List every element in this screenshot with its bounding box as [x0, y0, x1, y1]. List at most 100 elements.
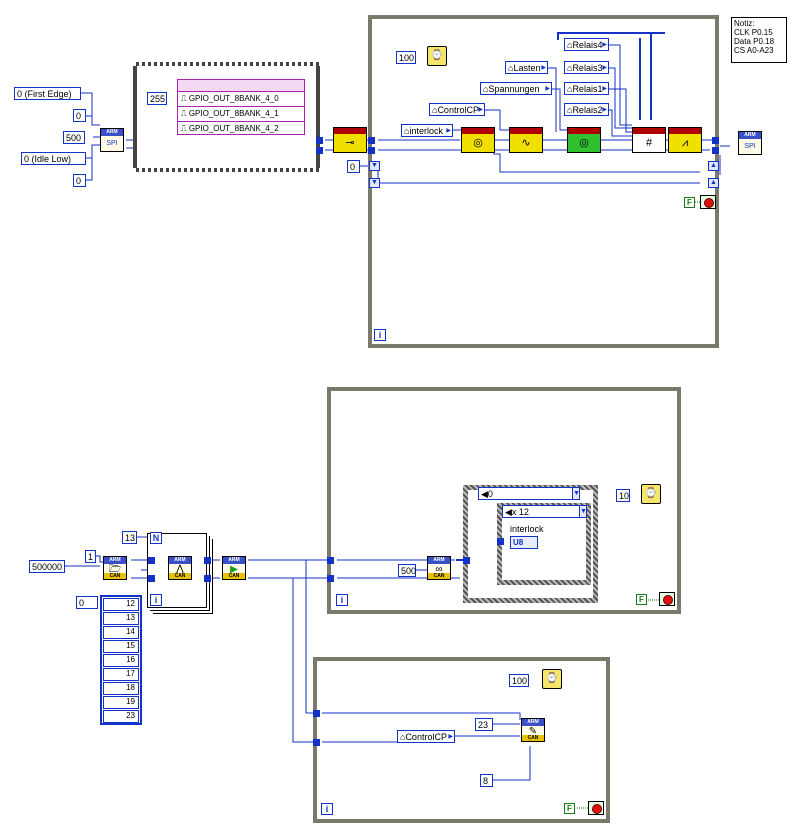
subvi-relais[interactable]: #: [632, 127, 666, 153]
can-read-node[interactable]: ARM ∞ CAN: [427, 556, 451, 580]
local-var-spannungen[interactable]: ⌂Spannungen: [480, 82, 552, 95]
note-line: CS A0-A23: [734, 46, 774, 55]
local-var-label: Relais4: [572, 40, 603, 50]
wait-ms-icon[interactable]: ⌚: [427, 46, 447, 66]
diagram-note: Notiz: CLK P0.15 Data P0.18 CS A0-A23: [731, 17, 787, 63]
local-var-interlock[interactable]: ⌂interlock: [401, 124, 453, 137]
array-element[interactable]: 16: [103, 654, 139, 667]
local-var-label: Relais1: [572, 84, 603, 94]
spi-label: SPI: [106, 140, 118, 147]
id-array-constant[interactable]: 12 13 14 15 16 17 18 19 23: [100, 595, 142, 725]
500-constant[interactable]: 500: [63, 131, 85, 144]
can-start-node[interactable]: ARM ▶ CAN: [222, 556, 246, 580]
wait-100-constant[interactable]: 100: [509, 674, 529, 687]
array-element[interactable]: 23: [103, 710, 139, 723]
gpio-line-2: ⎍ GPIO_OUT_8BANK_4_2: [178, 121, 304, 136]
arm-label: ARM: [223, 557, 245, 564]
false-constant[interactable]: F: [684, 197, 695, 208]
500-constant[interactable]: 500: [398, 564, 416, 577]
shift-register-icon[interactable]: ▼: [369, 178, 380, 188]
note-line: Data P0.18: [734, 37, 775, 46]
shift-register-icon[interactable]: ▼: [369, 161, 380, 171]
loop-iteration-icon: i: [321, 803, 333, 815]
1-constant[interactable]: 1: [85, 550, 96, 563]
shift-register-icon[interactable]: ▲: [708, 161, 719, 171]
for-tunnel: [204, 557, 211, 564]
play-icon: ▶: [230, 564, 238, 575]
for-tunnel: [204, 575, 211, 582]
array-element[interactable]: 17: [103, 668, 139, 681]
23-constant[interactable]: 23: [475, 718, 493, 731]
sine-icon: ◎: [462, 134, 494, 152]
local-var-lasten[interactable]: ⌂Lasten: [505, 61, 548, 74]
middle-while-loop[interactable]: [327, 387, 681, 614]
subvi-controlcp[interactable]: ∿: [509, 127, 543, 153]
arm-label: ARM: [428, 557, 450, 564]
wave-icon: ⩘: [669, 134, 701, 152]
subvi-output[interactable]: ⩘: [668, 127, 702, 153]
stop-terminal-icon[interactable]: [700, 195, 716, 209]
zero-shift-constant[interactable]: 0: [347, 160, 360, 173]
stop-terminal-icon[interactable]: [588, 801, 604, 815]
gpio-property-node[interactable]: ⎍ GPIO_OUT_8BANK_4_0 ⎍ GPIO_OUT_8BANK_4_…: [177, 79, 305, 135]
13-constant[interactable]: 13: [122, 531, 137, 544]
wait-100-constant[interactable]: 100: [396, 51, 416, 64]
subvi-spannungen[interactable]: ◎: [567, 127, 601, 153]
local-var-relais3[interactable]: ⌂Relais3: [564, 61, 609, 74]
case-selector[interactable]: ◀0▼: [478, 487, 580, 500]
bottom-while-loop[interactable]: [313, 657, 610, 823]
local-var-relais1[interactable]: ⌂Relais1: [564, 82, 609, 95]
gpio-line-0: ⎍ GPIO_OUT_8BANK_4_0: [178, 91, 304, 106]
stop-terminal-icon[interactable]: [659, 592, 675, 606]
dropdown-icon: ▼: [579, 505, 587, 518]
idle-low-constant[interactable]: 0 (Idle Low): [21, 152, 86, 165]
switch-subvi[interactable]: ⊸: [333, 127, 367, 153]
spi-close-node[interactable]: ARM SPI: [738, 131, 762, 155]
array-index[interactable]: 0: [76, 596, 98, 609]
inner-case-selector[interactable]: ◀x 12▼: [502, 505, 587, 518]
wait-ms-icon[interactable]: ⌚: [641, 484, 661, 504]
grid-icon: #: [633, 134, 665, 152]
255-constant[interactable]: 255: [147, 92, 167, 105]
case-tunnel: [463, 557, 470, 564]
false-constant[interactable]: F: [564, 803, 575, 814]
shift-register-icon[interactable]: ▲: [708, 178, 719, 188]
for-tunnel: [148, 575, 155, 582]
array-element[interactable]: 18: [103, 682, 139, 695]
case-selector-label: 0: [487, 489, 493, 499]
local-var-controlcp[interactable]: ⌂ControlCP: [397, 730, 455, 743]
loop-tunnel: [313, 710, 320, 717]
zero-constant[interactable]: 0: [73, 109, 86, 122]
array-element[interactable]: 13: [103, 612, 139, 625]
interlock-indicator[interactable]: U8: [510, 536, 538, 549]
zero-constant[interactable]: 0: [73, 174, 86, 187]
local-var-relais4[interactable]: ⌂Relais4: [564, 38, 609, 51]
note-line: Notiz:: [734, 19, 755, 28]
8-constant[interactable]: 8: [480, 774, 493, 787]
subvi-header: [669, 128, 701, 134]
wave-icon: ∿: [510, 134, 542, 152]
500000-constant[interactable]: 500000: [29, 560, 65, 573]
spi-open-node[interactable]: ARM SPI: [100, 128, 124, 152]
gpio-line-label: GPIO_OUT_8BANK_4_0: [188, 94, 279, 103]
local-var-relais2[interactable]: ⌂Relais2: [564, 103, 609, 116]
gpio-line-label: GPIO_OUT_8BANK_4_1: [188, 109, 279, 118]
array-element[interactable]: 12: [103, 598, 139, 611]
wait-10-constant[interactable]: 10: [616, 489, 630, 502]
array-element[interactable]: 19: [103, 696, 139, 709]
loop-tunnel: [327, 575, 334, 582]
sequence-tunnel: [316, 137, 323, 144]
wait-ms-icon[interactable]: ⌚: [542, 669, 562, 689]
subvi-interlock[interactable]: ◎: [461, 127, 495, 153]
can-filter-node[interactable]: ARM ⋀ CAN: [168, 556, 192, 580]
can-write-node[interactable]: ARM ✎ CAN: [521, 718, 545, 742]
switch-icon: ⊸: [334, 134, 366, 152]
can-open-node[interactable]: ARM 🗁 CAN: [103, 556, 127, 580]
array-element[interactable]: 14: [103, 626, 139, 639]
local-var-controlcp[interactable]: ⌂ControlCP: [429, 103, 485, 116]
array-element[interactable]: 15: [103, 640, 139, 653]
false-constant[interactable]: F: [636, 594, 647, 605]
dropdown-icon: ▼: [572, 487, 580, 500]
subvi-header: [510, 128, 542, 134]
first-edge-constant[interactable]: 0 (First Edge): [14, 87, 81, 100]
